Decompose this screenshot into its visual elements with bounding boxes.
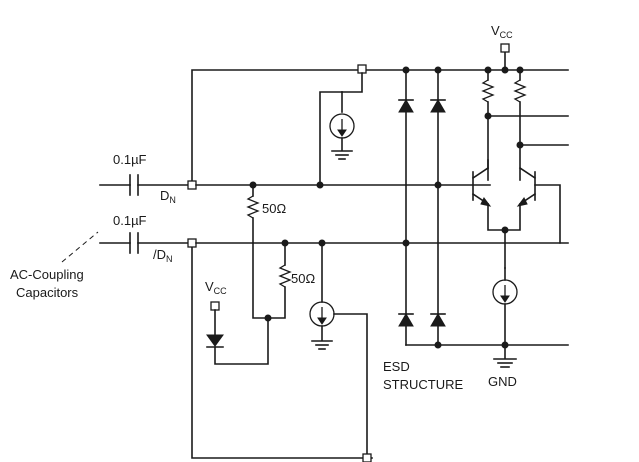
coupling-label-line2: Capacitors <box>16 285 79 300</box>
tail-current-source <box>492 267 518 368</box>
vcc-left-branch <box>206 301 269 365</box>
res-bottom-label: 50Ω <box>291 271 316 286</box>
dn-bar-label: /DN <box>153 247 173 264</box>
differential-pair <box>471 159 561 269</box>
res-top-label: 50Ω <box>262 201 287 216</box>
esd-label-line1: ESD <box>383 359 410 374</box>
load-resistors <box>481 69 569 181</box>
current-source-top <box>319 91 355 186</box>
esd-structure <box>398 69 569 346</box>
cap-bottom <box>99 232 188 254</box>
port-dn-bar <box>187 238 197 248</box>
bias-port-top <box>341 64 367 93</box>
chip-boundary <box>191 69 569 459</box>
cap-top-label: 0.1µF <box>113 152 147 167</box>
resistor-50-bottom <box>252 242 292 319</box>
esd-label-line2: STRUCTURE <box>383 377 464 392</box>
coupling-leader-line <box>61 231 99 263</box>
vcc-left-label: VCC <box>205 279 227 296</box>
resistor-50-top <box>246 184 260 244</box>
cap-bottom-label: 0.1µF <box>113 213 147 228</box>
vcc-top-pin <box>500 43 510 71</box>
vcc-top-label: VCC <box>491 23 513 40</box>
current-source-mid <box>309 242 372 462</box>
junction-dots <box>249 66 524 349</box>
coupling-label-line1: AC-Coupling <box>10 267 84 282</box>
dn-label: DN <box>160 188 176 205</box>
cap-top <box>99 174 188 196</box>
port-dn <box>187 180 197 190</box>
gnd-label: GND <box>488 374 517 389</box>
